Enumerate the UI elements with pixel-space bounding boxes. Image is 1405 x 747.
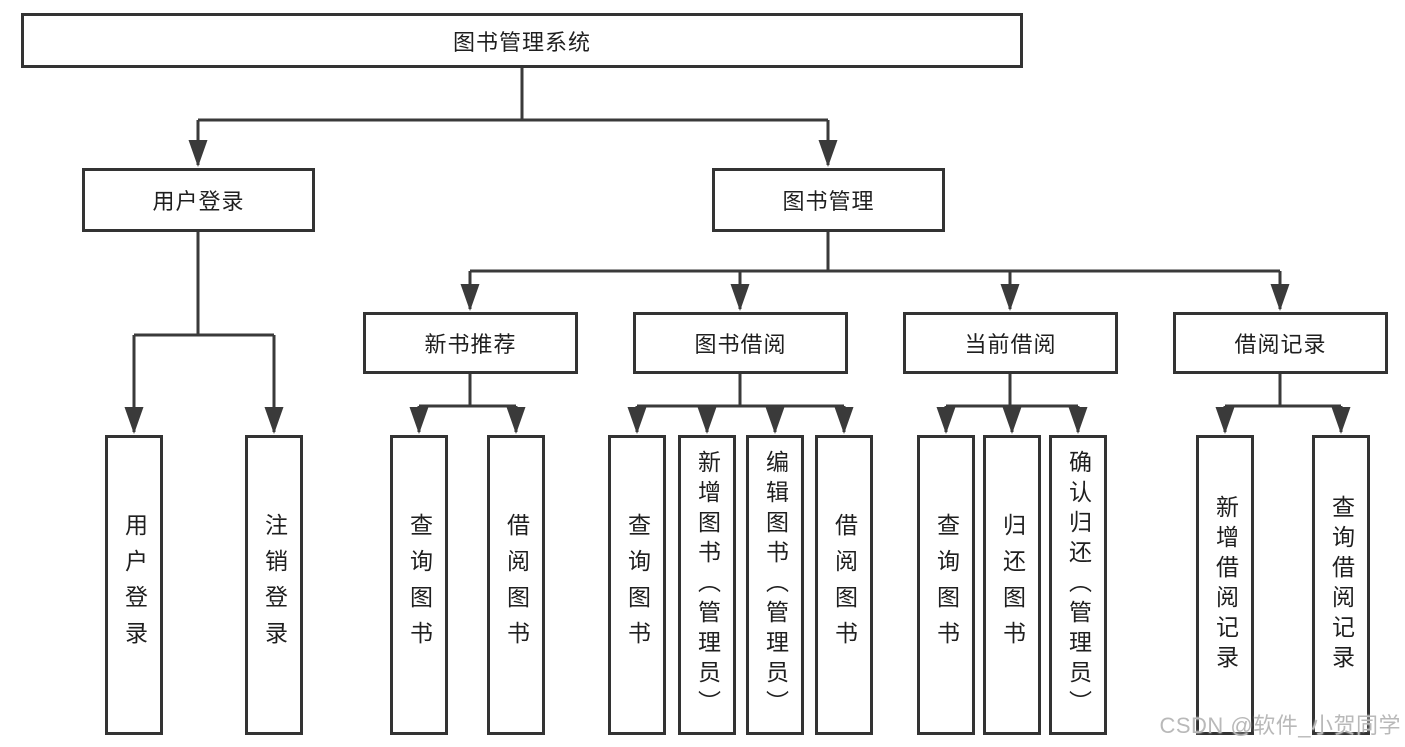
arrowhead-icon (1331, 407, 1351, 434)
leaf-query-books-recommend: 查询图书 (390, 435, 448, 735)
arrowhead-icon (1000, 284, 1020, 311)
node-borrow-records: 借阅记录 (1173, 312, 1388, 374)
node-book-management: 图书管理 (712, 168, 945, 232)
arrowhead-icon (936, 407, 956, 434)
connector-records-branch (1223, 374, 1343, 432)
connector-management-to-level3 (468, 232, 1282, 309)
leaf-label: 查询图书 (406, 513, 433, 657)
node-user-login: 用户登录 (82, 168, 315, 232)
arrowhead-icon (1002, 407, 1022, 434)
leaf-label: 查询借阅记录 (1328, 495, 1355, 675)
leaf-user-login: 用户登录 (105, 435, 163, 735)
leaf-label: 确认归还（管理员） (1065, 450, 1092, 720)
arrowhead-icon (124, 407, 144, 434)
csdn-watermark: CSDN @软件_小贺同学 (1159, 713, 1401, 738)
arrowhead-icon (409, 407, 429, 434)
node-new-book-recommend: 新书推荐 (363, 312, 578, 374)
leaf-query-books-current: 查询图书 (917, 435, 975, 735)
leaf-borrow-books: 借阅图书 (815, 435, 873, 735)
arrowhead-icon (818, 140, 838, 167)
leaf-label: 借阅图书 (503, 513, 530, 657)
node-book-borrow: 图书借阅 (633, 312, 848, 374)
arrowhead-icon (506, 407, 526, 434)
arrowhead-icon (1215, 407, 1235, 434)
leaf-label: 新增图书（管理员） (694, 450, 721, 720)
leaf-add-books-admin: 新增图书（管理员） (678, 435, 736, 735)
leaf-label: 注销登录 (261, 513, 288, 657)
leaf-add-borrow-record: 新增借阅记录 (1196, 435, 1254, 735)
arrowhead-icon (188, 140, 208, 167)
connector-borrow-branch (635, 374, 846, 432)
arrowhead-icon (1270, 284, 1290, 311)
leaf-label: 借阅图书 (831, 513, 858, 657)
arrowhead-icon (834, 407, 854, 434)
arrowhead-icon (697, 407, 717, 434)
leaf-label: 用户登录 (121, 513, 148, 657)
arrowhead-icon (730, 284, 750, 311)
leaf-edit-books-admin: 编辑图书（管理员） (746, 435, 804, 735)
leaf-borrow-books-recommend: 借阅图书 (487, 435, 545, 735)
leaf-label: 查询图书 (624, 513, 651, 657)
node-system-root: 图书管理系统 (21, 13, 1023, 68)
arrowhead-icon (264, 407, 284, 434)
arrowhead-icon (460, 284, 480, 311)
node-current-borrow: 当前借阅 (903, 312, 1118, 374)
connector-login-branch (132, 232, 276, 432)
arrowhead-icon (1068, 407, 1088, 434)
leaf-logout: 注销登录 (245, 435, 303, 735)
leaf-label: 查询图书 (933, 513, 960, 657)
leaf-query-borrow-record: 查询借阅记录 (1312, 435, 1370, 735)
leaf-label: 归还图书 (999, 513, 1026, 657)
connector-root-to-level2 (196, 68, 830, 165)
leaf-query-books-borrow: 查询图书 (608, 435, 666, 735)
leaf-return-books: 归还图书 (983, 435, 1041, 735)
leaf-confirm-return-admin: 确认归还（管理员） (1049, 435, 1107, 735)
leaf-label: 编辑图书（管理员） (762, 450, 789, 720)
connector-recommend-branch (417, 374, 518, 432)
arrowhead-icon (627, 407, 647, 434)
leaf-label: 新增借阅记录 (1212, 495, 1239, 675)
arrowhead-icon (765, 407, 785, 434)
